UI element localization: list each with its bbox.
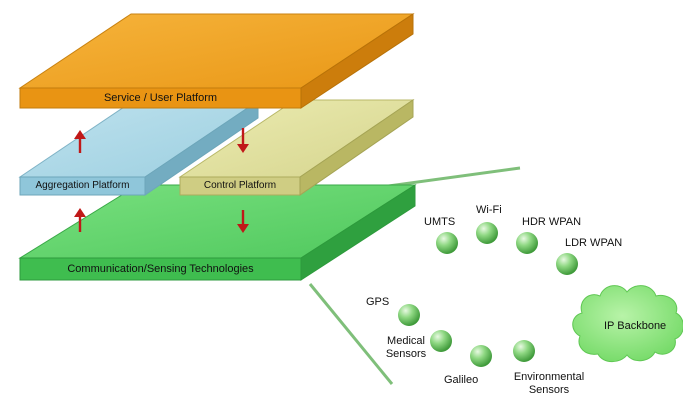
control-platform	[178, 99, 415, 196]
galileo-node-icon	[470, 345, 492, 367]
ip-backbone-cloud-icon	[572, 285, 683, 363]
ldr-wpan-label: LDR WPAN	[565, 237, 623, 249]
arrow-down-control-icon	[237, 128, 249, 153]
communication-sensing-platform-label: Communication/Sensing Technologies	[67, 263, 254, 275]
medical-sensors-label-line2: Sensors	[385, 348, 427, 360]
hdr-wpan-label: HDR WPAN	[522, 216, 582, 228]
medical-sensors-node-icon	[430, 330, 452, 352]
communication-sensing-platform	[18, 184, 417, 281]
service-user-platform	[18, 13, 415, 109]
control-platform-label: Control Platform	[203, 180, 277, 191]
medical-sensors-label: Medical Sensors	[378, 335, 434, 361]
environmental-sensors-label-line1: Environmental	[513, 371, 585, 383]
arrow-down-communication-icon	[237, 210, 249, 233]
medical-sensors-label-line1: Medical	[387, 335, 425, 347]
environmental-sensors-label-line2: Sensors	[528, 384, 570, 396]
gps-label: GPS	[366, 296, 390, 308]
environmental-sensors-node-icon	[513, 340, 535, 362]
service-user-platform-label: Service / User Platform	[103, 92, 218, 104]
connector-line-lower	[308, 283, 394, 385]
galileo-label: Galileo	[444, 374, 479, 386]
hdr-wpan-node-icon	[516, 232, 538, 254]
gps-node-icon	[398, 304, 420, 326]
arrow-up-communication-icon	[74, 208, 86, 232]
environmental-sensors-label: Environmental Sensors	[504, 371, 594, 397]
wifi-node-icon	[476, 222, 498, 244]
ip-backbone-label: IP Backbone	[604, 320, 667, 332]
aggregation-platform-label: Aggregation Platform	[35, 180, 130, 191]
arrow-up-aggregation-icon	[74, 130, 86, 153]
umts-label: UMTS	[424, 216, 456, 228]
umts-node-icon	[436, 232, 458, 254]
ldr-wpan-node-icon	[556, 253, 578, 275]
wifi-label: Wi-Fi	[476, 204, 502, 216]
